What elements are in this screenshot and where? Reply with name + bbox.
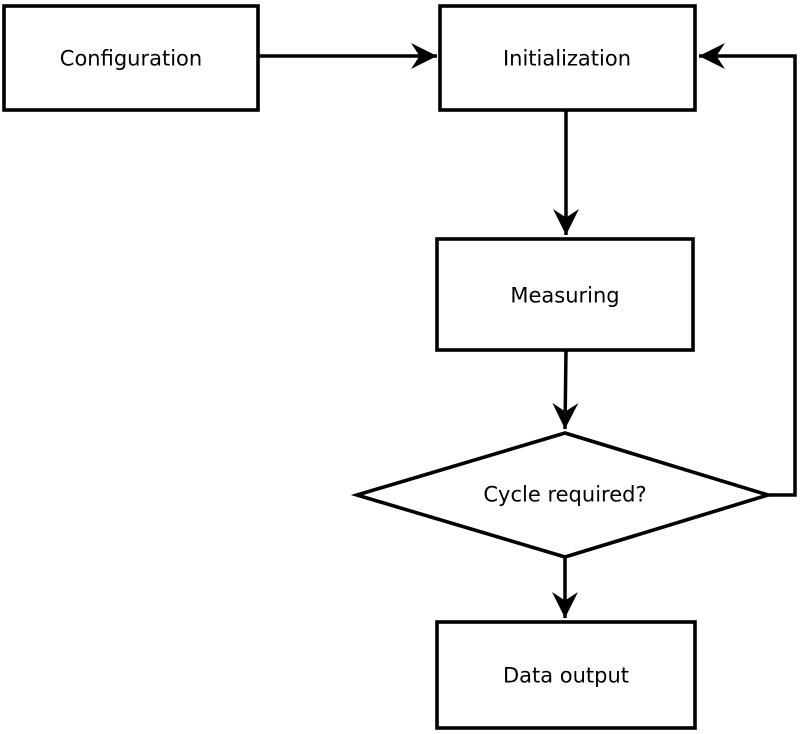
cycle-required-label: Cycle required? xyxy=(483,482,646,506)
configuration-node: Configuration xyxy=(2,4,260,112)
data-output-label: Data output xyxy=(503,663,629,687)
arrow-measuring-to-decision xyxy=(552,349,579,430)
initialization-label: Initialization xyxy=(503,46,631,70)
arrow-feedback-decision-to-initialization xyxy=(699,43,797,497)
measuring-label: Measuring xyxy=(510,283,619,307)
configuration-box xyxy=(2,4,260,112)
cycle-required-diamond xyxy=(350,431,775,559)
initialization-node: Initialization xyxy=(438,4,697,112)
measuring-box xyxy=(435,237,695,352)
cycle-required-decision-node: Cycle required? xyxy=(350,431,775,559)
initialization-box xyxy=(438,4,697,112)
data-output-node: Data output xyxy=(435,620,697,730)
configuration-label: Configuration xyxy=(60,46,202,70)
measuring-node: Measuring xyxy=(435,237,695,352)
data-output-box xyxy=(435,620,697,730)
